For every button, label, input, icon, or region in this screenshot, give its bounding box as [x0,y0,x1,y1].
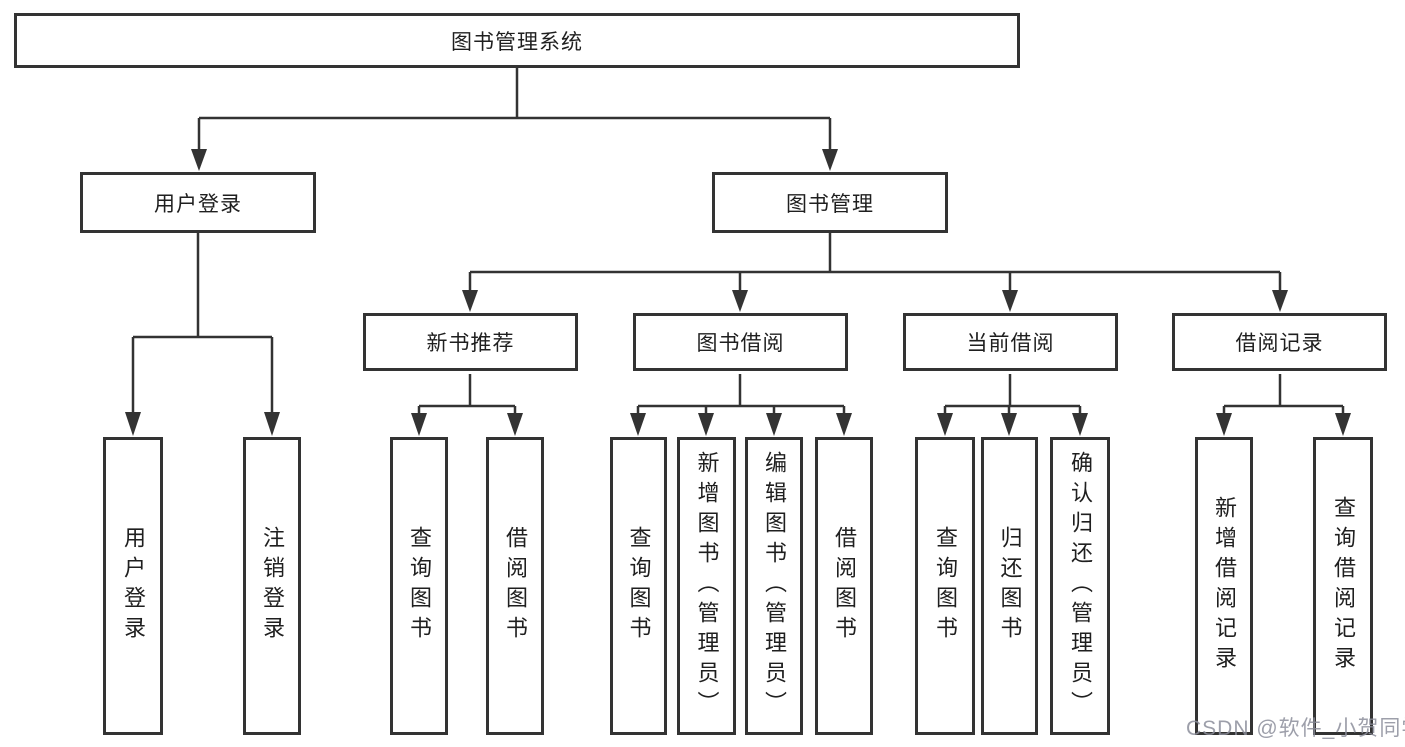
leaf-bb-query-book-label: 查询图书 [626,526,652,646]
leaf-bb-edit-book-admin: 编辑图书（管理员） [745,437,803,735]
leaf-br-add-record: 新增借阅记录 [1195,437,1253,735]
node-new-book-recommendation-label: 新书推荐 [426,332,515,355]
leaf-bb-borrow-book-label: 借阅图书 [832,526,857,646]
node-current-borrowing: 当前借阅 [903,313,1118,371]
leaf-br-query-record-label: 查询借阅记录 [1331,496,1356,676]
leaf-br-query-record: 查询借阅记录 [1313,437,1373,735]
leaf-cb-query-book: 查询图书 [915,437,975,735]
node-book-borrowing-label: 图书借阅 [696,332,785,355]
node-user-login: 用户登录 [80,172,316,233]
node-root-label: 图书管理系统 [451,30,583,54]
leaf-cb-return-book: 归还图书 [981,437,1038,735]
node-user-login-label: 用户登录 [154,192,242,216]
node-borrowing-records-label: 借阅记录 [1235,332,1324,355]
leaf-rec-borrow-book: 借阅图书 [486,437,544,735]
node-borrowing-records: 借阅记录 [1172,313,1387,371]
leaf-bb-edit-book-admin-label: 编辑图书（管理员） [762,451,787,721]
node-new-book-recommendation: 新书推荐 [363,313,578,371]
leaf-cb-query-book-label: 查询图书 [933,526,958,646]
leaf-cb-confirm-return-admin-label: 确认归还（管理员） [1068,451,1093,721]
leaf-user-login: 用户登录 [103,437,163,735]
leaf-cb-return-book-label: 归还图书 [997,526,1023,646]
node-book-borrowing: 图书借阅 [633,313,848,371]
node-book-management-label: 图书管理 [786,192,874,216]
leaf-rec-borrow-book-label: 借阅图书 [503,526,528,646]
leaf-logout: 注销登录 [243,437,301,735]
leaf-rec-query-book-label: 查询图书 [407,526,432,646]
leaf-bb-add-book-admin-label: 新增图书（管理员） [694,451,720,721]
leaf-logout-label: 注销登录 [260,526,285,646]
leaf-br-add-record-label: 新增借阅记录 [1212,496,1237,676]
leaf-cb-confirm-return-admin: 确认归还（管理员） [1050,437,1110,735]
csdn-watermark: CSDN @软件_小贺同学 [1186,717,1405,740]
leaf-bb-add-book-admin: 新增图书（管理员） [677,437,736,735]
node-root: 图书管理系统 [14,13,1020,68]
node-book-management: 图书管理 [712,172,948,233]
leaf-bb-query-book: 查询图书 [610,437,667,735]
arrowheads [125,149,1351,436]
leaf-user-login-label: 用户登录 [121,526,146,646]
leaf-bb-borrow-book: 借阅图书 [815,437,873,735]
leaf-rec-query-book: 查询图书 [390,437,448,735]
node-current-borrowing-label: 当前借阅 [966,332,1055,355]
